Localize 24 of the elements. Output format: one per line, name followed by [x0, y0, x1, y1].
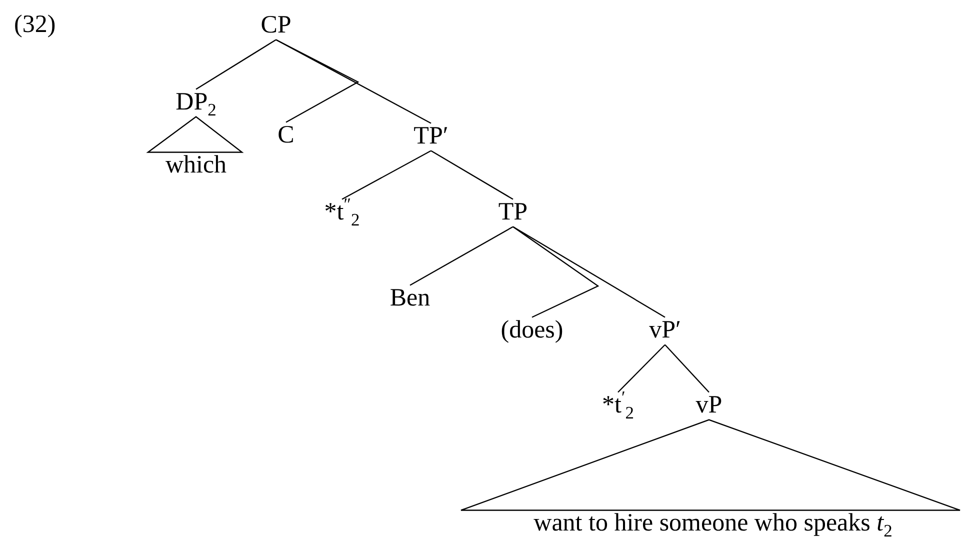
tree-node-label: vP [696, 391, 722, 419]
tree-node-label: want to hire someone who speaks t$_{2}$ [534, 509, 892, 537]
tree-branch-line [512, 226, 600, 318]
tree-branch-line [410, 226, 514, 286]
tree-branch-line [618, 344, 666, 393]
triangle-branch [460, 419, 961, 511]
tree-branch-line [430, 150, 514, 200]
tree-branch-line [512, 226, 666, 318]
triangle-branch [146, 116, 244, 153]
tree-node-label: TP [498, 198, 528, 226]
tree-branch-line [342, 150, 432, 200]
tree-node-label: C [278, 121, 294, 149]
tree-branch-line [196, 39, 276, 90]
tree-node-label: vP′ [649, 316, 681, 344]
tree-node-label: CP [260, 11, 292, 39]
example-number: (32) [14, 11, 56, 38]
tree-node-label: DP$_{2}$ [176, 88, 216, 116]
tree-branch-line [664, 344, 710, 393]
tree-branch-line [276, 39, 360, 123]
tree-node-label: (does) [500, 316, 564, 344]
tree-node-label: Ben [390, 284, 430, 312]
tree-node-label: which [165, 151, 227, 179]
tree-branch-line [276, 39, 432, 124]
tree-node-label: TP′ [414, 122, 448, 150]
